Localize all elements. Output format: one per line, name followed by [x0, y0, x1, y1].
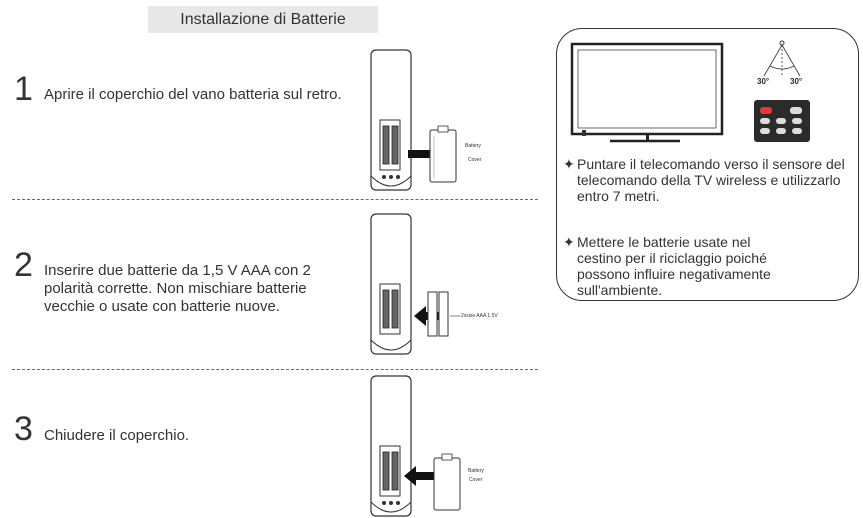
- angle-diagram: [763, 40, 801, 77]
- remote-front-illustration: [754, 100, 810, 142]
- info-panel: [556, 28, 859, 301]
- four-point-star-icon: ✦: [563, 234, 575, 250]
- step-3-text: Chiudere il coperchio.: [44, 427, 190, 444]
- battery: [438, 291, 449, 337]
- tv-illustration: [570, 42, 724, 143]
- battery: [427, 291, 438, 337]
- step-1-label-line1: Battery: [465, 143, 481, 149]
- step-3-number: 3: [14, 410, 33, 448]
- page-title: Installazione di Batterie: [148, 6, 378, 33]
- angle-right-label: 30°: [790, 77, 803, 86]
- battery-cover: [433, 457, 461, 511]
- step-2-number: 2: [14, 246, 33, 284]
- step-2-text: Inserire due batterie da 1,5 V AAA con 2…: [44, 262, 311, 315]
- arrow-right: [408, 150, 436, 158]
- step-3-illustration: [370, 375, 461, 517]
- divider: [12, 369, 538, 370]
- arrow-left: [404, 466, 416, 486]
- step-3-label-line2: Cover: [469, 477, 483, 483]
- four-point-star-icon: ✦: [563, 156, 575, 172]
- step-1-text: Aprire il coperchio del vano batteria su…: [44, 86, 342, 103]
- step-2-label: 2xsize AAA 1.5V: [461, 313, 498, 319]
- step-2-illustration: [370, 213, 460, 355]
- step-1-label-line2: Cover: [468, 157, 482, 163]
- step-1-number: 1: [14, 70, 33, 108]
- note-1: ✦ Puntare il telecomando verso il sensor…: [563, 156, 858, 216]
- arrow-left: [414, 306, 426, 326]
- divider: [12, 199, 538, 200]
- note-2-text: Mettere le batterie usate nel cestino pe…: [577, 234, 771, 298]
- step-1-illustration: [370, 49, 457, 191]
- power-button: [760, 107, 772, 114]
- note-2: ✦ Mettere le batterie usate nel cestino …: [563, 234, 858, 298]
- step-3-label-line1: Battery: [468, 468, 484, 474]
- angle-left-label: 30°: [757, 77, 770, 86]
- note-1-text: Puntare il telecomando verso il sensore …: [577, 156, 845, 204]
